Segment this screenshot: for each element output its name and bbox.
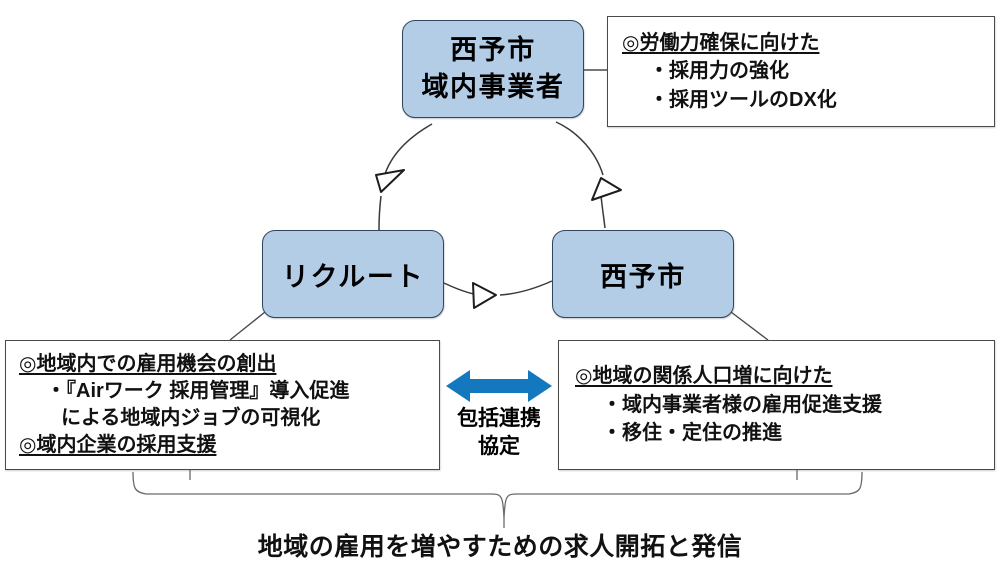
- cycle-arrowhead-left-to-right: [472, 282, 497, 309]
- detail-box-population-increase: ◎地域の関係人口増に向けた ・域内事業者様の雇用促進支援 ・移住・定住の推進: [558, 340, 995, 470]
- detail-box-employment-opportunities: ◎地域内での雇用機会の創出 ・『Airワーク 採用管理』導入促進 による地域内ジ…: [5, 340, 440, 470]
- cycle-arrowhead-right-to-top: [591, 177, 622, 201]
- detail-left-item-1: ・『Airワーク 採用管理』導入促進: [46, 379, 350, 402]
- node-top-line-1: 西予市: [450, 34, 536, 65]
- agreement-line-2: 協定: [478, 434, 520, 458]
- node-top-line-2: 域内事業者: [421, 72, 565, 102]
- detail-right-item-2: ・移住・定住の推進: [602, 422, 782, 445]
- detail-left-heading: ◎地域内での雇用機会の創出: [19, 352, 277, 375]
- agreement-line-1: 包括連携: [457, 407, 541, 430]
- cycle-arc-top-tail: [555, 121, 604, 176]
- node-right-line-1: 西予市: [600, 261, 686, 292]
- partnership-agreement-label: 包括連携 協定: [443, 405, 555, 461]
- node-saijo-city[interactable]: 西予市: [552, 230, 734, 318]
- node-saijo-city-local-businesses[interactable]: 西予市 域内事業者: [402, 20, 584, 118]
- detail-left-heading-2: ◎域内企業の採用支援: [19, 434, 217, 457]
- cycle-arc-right-tail: [499, 280, 553, 296]
- detail-right-heading: ◎地域の関係人口増に向けた: [575, 365, 833, 388]
- connector-left-node-to-detail: [229, 311, 266, 341]
- bottom-caption: 地域の雇用を増やすための求人開拓と発信: [257, 533, 743, 561]
- connector-right-node-to-detail: [730, 311, 769, 341]
- node-recruit[interactable]: リクルート: [262, 230, 444, 318]
- detail-top-item-2: ・採用ツールのDX化: [649, 88, 837, 111]
- cycle-arc-right-to-top: [599, 185, 606, 229]
- bottom-brace: [132, 471, 863, 519]
- cycle-arrowhead-top-to-left: [375, 169, 405, 193]
- cycle-arc-left-to-right: [443, 282, 490, 297]
- detail-right-item-1: ・域内事業者様の雇用促進支援: [602, 393, 882, 416]
- detail-left-item-2: による地域内ジョブの可視化: [61, 407, 321, 429]
- node-left-line-1: リクルート: [281, 261, 425, 292]
- detail-top-heading: ◎労働力確保に向けた: [622, 31, 820, 54]
- detail-top-item-1: ・採用力の強化: [649, 60, 789, 83]
- cycle-arc-top-to-left: [381, 123, 433, 187]
- detail-box-workforce-securing: ◎労働力確保に向けた ・採用力の強化 ・採用ツールのDX化: [607, 16, 995, 127]
- partnership-double-arrow: [446, 370, 552, 402]
